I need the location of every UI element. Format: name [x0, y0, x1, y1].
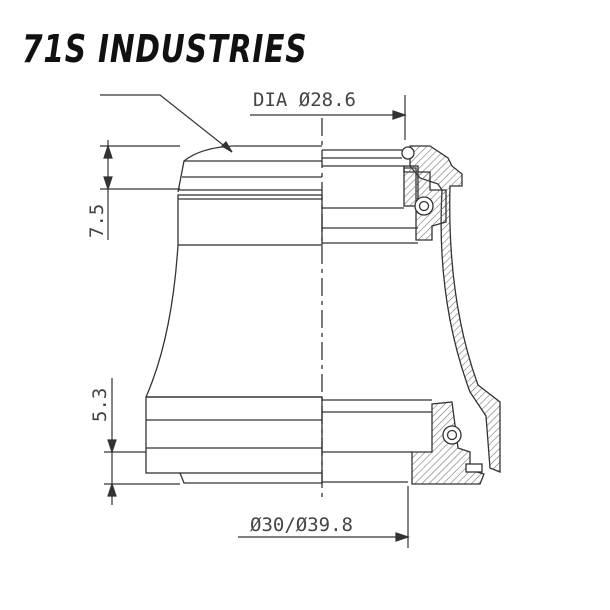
top-cap-outline: [177, 145, 322, 193]
bottom-diameter-label: Ø30/Ø39.8: [250, 514, 353, 536]
top-leader-line: [100, 94, 233, 153]
upper-race: [177, 194, 323, 246]
upper-height-label: 7.5: [86, 204, 108, 238]
top-diameter-label: DIA Ø28.6: [253, 89, 356, 111]
bearing-balls: [401, 146, 483, 473]
lower-height-label: 5.3: [89, 388, 111, 422]
cup-body-outline: [145, 244, 179, 398]
brand-logo-text: 71S INDUSTRIES: [22, 27, 308, 71]
lower-race: [145, 396, 323, 474]
